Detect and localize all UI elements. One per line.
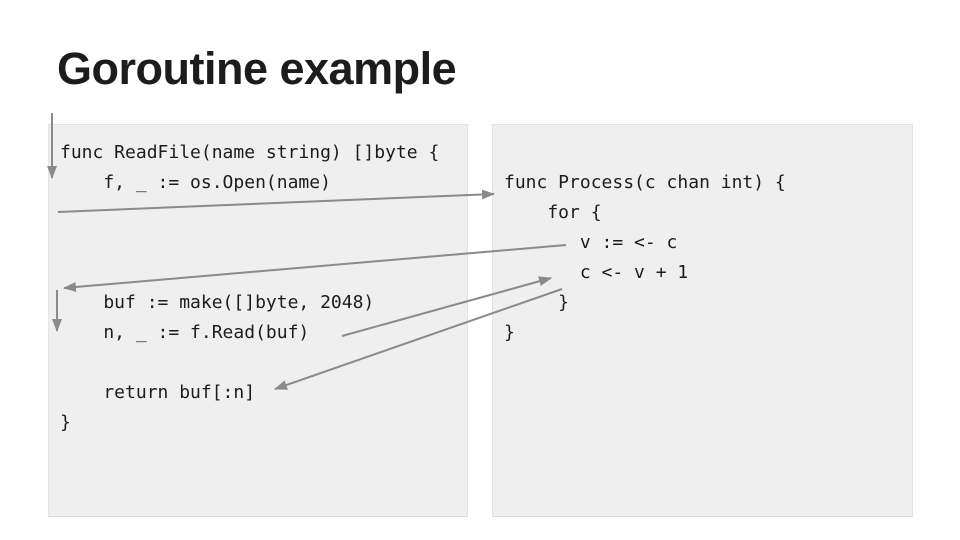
code-panel-readfile: func ReadFile(name string) []byte { f, _…	[48, 124, 468, 517]
readfile-code-block: func ReadFile(name string) []byte { f, _…	[60, 142, 440, 433]
process-code-block: func Process(c chan int) { for { v := <-…	[504, 172, 786, 343]
slide-title: Goroutine example	[57, 43, 457, 94]
code-panel-process: func Process(c chan int) { for { v := <-…	[492, 124, 913, 517]
